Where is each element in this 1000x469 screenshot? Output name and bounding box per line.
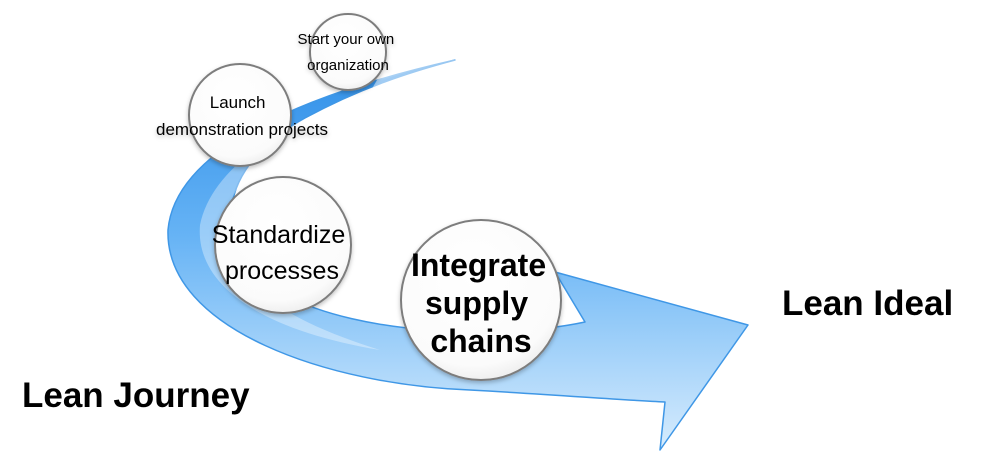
stage-circle (309, 13, 387, 91)
stage-label-launch-projects: Launch demonstration projects (156, 93, 328, 139)
stage-label-start-organization: Start your own organization (298, 31, 399, 74)
stage-start-organization: Start your own organization (298, 13, 399, 91)
stage-label-line: Start your own (298, 31, 395, 48)
stage-label-line: processes (225, 257, 339, 285)
stage-label-integrate-supply-chains: Integrate supply chains (411, 247, 555, 359)
stage-launch-projects: Launch demonstration projects (156, 63, 328, 167)
start-label: Lean Journey (22, 376, 250, 415)
stage-label-line: organization (307, 57, 389, 74)
stage-integrate-supply-chains: Integrate supply chains (400, 219, 562, 381)
stage-label-line: Launch (210, 93, 266, 112)
stage-label-line: demonstration projects (156, 120, 328, 139)
stage-circle (400, 219, 562, 381)
stage-label-standardize-processes: Standardize processes (212, 221, 352, 285)
arrow-tail-fade (370, 59, 458, 92)
end-label: Lean Ideal (782, 284, 953, 323)
stage-standardize-processes: Standardize processes (212, 176, 352, 314)
stage-label-line: chains (430, 323, 531, 359)
stage-circle (214, 176, 352, 314)
stage-label-line: Integrate (411, 247, 546, 283)
stage-circle (188, 63, 292, 167)
stage-label-line: supply (425, 285, 528, 321)
stage-label-line: Standardize (212, 221, 345, 249)
